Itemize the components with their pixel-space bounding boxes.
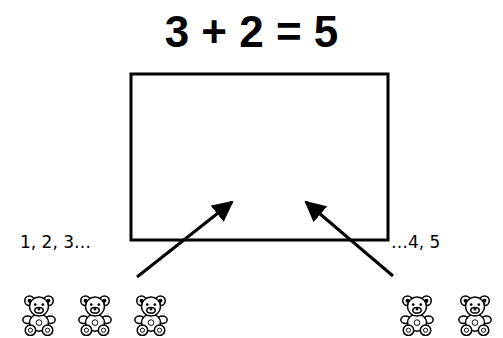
equation-title: 3 + 2 = 5 xyxy=(165,10,339,54)
count-label: 1, 2, 3… xyxy=(20,232,91,252)
teddy-bear xyxy=(135,296,167,335)
empty-box xyxy=(131,74,388,240)
teddy-bear xyxy=(459,296,491,335)
teddy-bear xyxy=(401,296,433,335)
title-slot: 3 + 2 = 5 xyxy=(0,10,503,54)
count-label: …4, 5 xyxy=(391,232,440,252)
arrow xyxy=(306,202,393,276)
label-slot: …4, 5 xyxy=(391,232,440,252)
arrow xyxy=(137,202,232,277)
label-slot: 1, 2, 3… xyxy=(20,232,91,252)
teddy-bear xyxy=(79,296,111,335)
teddy-bear xyxy=(23,296,55,335)
